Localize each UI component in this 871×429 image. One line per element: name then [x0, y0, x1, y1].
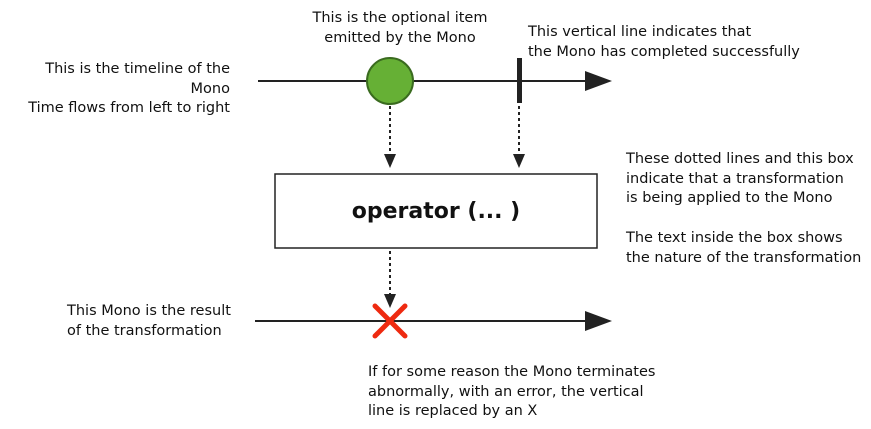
result-label: This Mono is the result of the transform… — [67, 303, 231, 339]
transformation-label: These dotted lines and this box indicate… — [626, 151, 854, 206]
dotted-arrowhead-item — [384, 154, 396, 168]
source-timeline-arrowhead — [585, 71, 612, 91]
dotted-arrowhead-completion — [513, 154, 525, 168]
error-x-icon — [372, 303, 408, 339]
dotted-arrowhead-result — [384, 294, 396, 308]
item-label: This is the optional item emitted by the… — [312, 10, 488, 46]
operator-box — [274, 173, 598, 249]
operator-name: operator (... ) — [351, 198, 521, 224]
completion-label: This vertical line indicates that the Mo… — [528, 24, 800, 60]
error-label: If for some reason the Mono terminates a… — [368, 364, 656, 419]
source-timeline-label: This is the timeline of the Mono Time fl… — [28, 61, 230, 116]
box-text-note-label: The text inside the box shows the nature… — [626, 230, 862, 266]
emitted-item-icon — [366, 57, 414, 105]
result-timeline-arrowhead — [585, 311, 612, 331]
completion-bar-icon — [517, 58, 522, 103]
